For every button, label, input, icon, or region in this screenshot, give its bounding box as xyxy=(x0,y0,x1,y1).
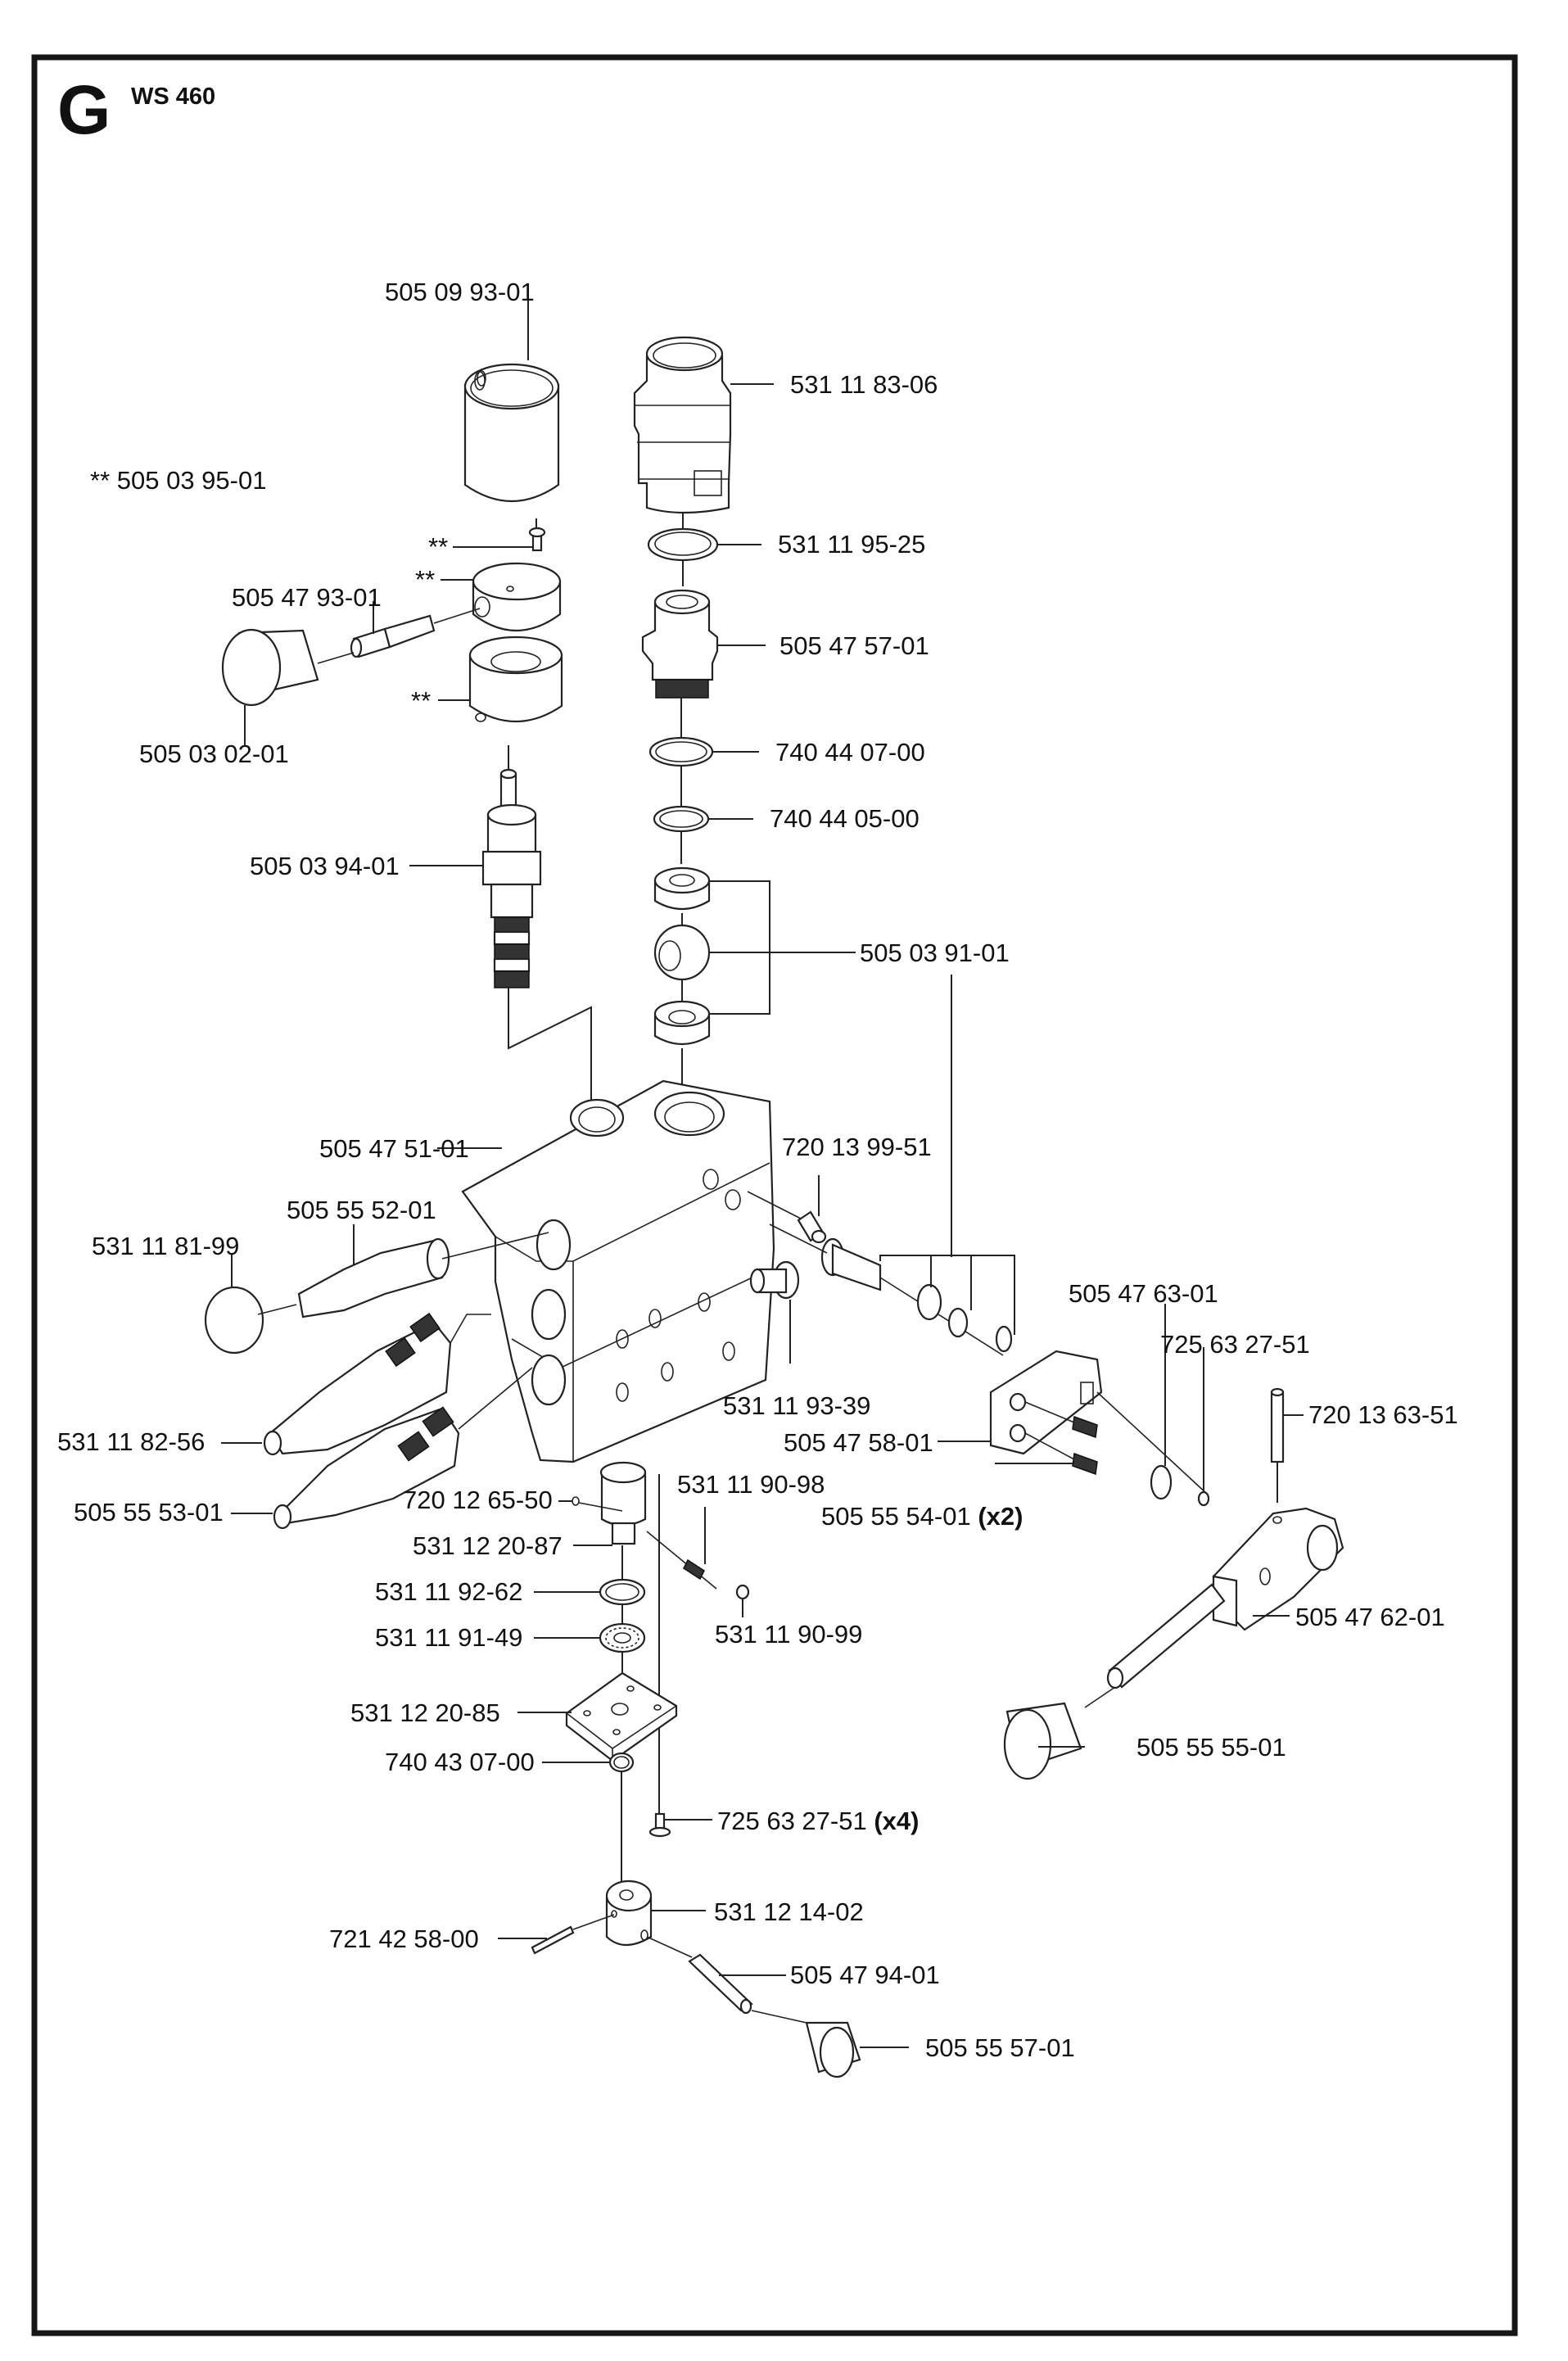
quantity-label: (x2) xyxy=(971,1502,1023,1531)
section-letter: G xyxy=(57,71,111,148)
cap-part-drawing xyxy=(204,1286,297,1355)
screw-part-drawing xyxy=(648,1812,671,1838)
part-number-label: 505 55 55-01 xyxy=(1136,1733,1286,1762)
stem-part-drawing xyxy=(769,1223,1013,1356)
part-number-label: 531 11 95-25 xyxy=(778,530,925,559)
lever-rod-part-drawing xyxy=(646,1936,807,2024)
part-number-label: 505 47 94-01 xyxy=(790,1961,940,1989)
o-ring-part-drawing xyxy=(648,736,714,767)
ball-valve-part-drawing xyxy=(653,924,711,981)
part-number-label: 531 11 90-99 xyxy=(715,1620,862,1649)
part-number-label: 505 47 51-01 xyxy=(319,1134,469,1163)
plug-part-drawing xyxy=(749,1260,800,1300)
part-number-label: 505 55 57-01 xyxy=(925,2033,1075,2062)
page-frame xyxy=(31,54,1518,2336)
lever-rod-part-drawing xyxy=(350,608,481,658)
kit-marker: ** xyxy=(411,686,431,715)
part-number-label: 505 47 58-01 xyxy=(784,1428,933,1457)
mounting-plate-part-drawing xyxy=(565,1671,678,1762)
part-number-label: 505 47 63-01 xyxy=(1069,1279,1218,1308)
part-number-label: 505 55 52-01 xyxy=(287,1196,436,1224)
nipple-part-drawing xyxy=(641,589,719,699)
part-number-label: 531 11 83-06 xyxy=(790,370,938,399)
part-number-labels: 505 09 93-01 531 11 83-06 531 11 95-25 505 … xyxy=(57,278,1458,2062)
part-number-label: 505 03 91-01 xyxy=(860,939,1010,967)
part-number-label: 531 12 14-02 xyxy=(714,1897,864,1926)
coupling-part-drawing xyxy=(633,336,732,514)
kit-marker: ** xyxy=(415,565,435,594)
screw-part-drawing xyxy=(528,527,546,552)
spool-part-drawing xyxy=(481,768,542,988)
dowel-pin-part-drawing xyxy=(747,1191,827,1244)
part-number-label: 531 11 82-56 xyxy=(57,1427,205,1456)
quantity-label: (x4) xyxy=(867,1807,920,1835)
part-number-label: 531 11 91-49 xyxy=(375,1623,522,1652)
collar-part-drawing xyxy=(472,562,562,632)
screw-part-drawing xyxy=(1197,1490,1210,1507)
disc-spring-part-drawing xyxy=(599,1622,646,1653)
detent-part-drawing xyxy=(572,1461,750,1600)
o-ring-part-drawing xyxy=(608,1752,635,1773)
part-number-label: 740 43 07-00 xyxy=(385,1748,535,1776)
kit-marker: ** xyxy=(428,532,448,561)
lever-arm-part-drawing xyxy=(1212,1507,1344,1631)
cup-part-drawing xyxy=(468,635,563,723)
knob-part-drawing xyxy=(1003,1702,1082,1780)
part-number-label: 505 03 94-01 xyxy=(250,852,400,880)
part-number-label: 505 55 54-01 (x2) xyxy=(821,1502,1023,1531)
part-number-label: 720 13 99-51 xyxy=(782,1133,932,1161)
relief-valve-part-drawing xyxy=(297,1232,549,1318)
lever-rod-part-drawing xyxy=(1084,1583,1226,1708)
part-number-label: 505 09 93-01 xyxy=(385,278,535,306)
kit-footnote: ** 505 03 95-01 xyxy=(90,466,266,495)
part-number-label: 505 03 02-01 xyxy=(139,740,289,768)
cap-part-drawing xyxy=(463,363,560,503)
part-number-label: 720 13 63-51 xyxy=(1308,1400,1458,1429)
part-number-label: 505 47 93-01 xyxy=(232,583,382,612)
valve-seat-part-drawing xyxy=(653,1000,711,1045)
part-number-label: 531 12 20-85 xyxy=(350,1698,500,1727)
o-ring-part-drawing xyxy=(653,805,710,833)
model-title: WS 460 xyxy=(131,84,215,110)
knob-part-drawing xyxy=(221,628,355,707)
part-number-label: 720 12 65-50 xyxy=(403,1486,553,1514)
valve-seat-part-drawing xyxy=(653,866,711,910)
washer-part-drawing xyxy=(1096,1391,1209,1500)
seal-washer-part-drawing xyxy=(647,527,719,562)
seal-ring-part-drawing xyxy=(599,1578,646,1606)
part-number-label: 505 55 53-01 xyxy=(74,1498,224,1527)
part-number-label: 721 42 58-00 xyxy=(329,1925,479,1953)
lever-collar-part-drawing xyxy=(605,1879,653,1947)
pin-part-drawing xyxy=(1270,1387,1285,1463)
part-number-label: 531 11 93-39 xyxy=(723,1391,870,1420)
part-number-label: 531 11 81-99 xyxy=(92,1232,239,1260)
part-number-label: 725 63 27-51 (x4) xyxy=(717,1807,919,1835)
part-number-label: 740 44 07-00 xyxy=(775,738,925,767)
knob-part-drawing xyxy=(805,2021,861,2078)
relief-valve-part-drawing xyxy=(263,1312,491,1456)
part-number-label: 740 44 05-00 xyxy=(770,804,920,833)
set-screw-part-drawing xyxy=(1024,1401,1098,1476)
cover-plate-part-drawing xyxy=(989,1350,1103,1455)
valve-body-part-drawing xyxy=(461,1079,775,1463)
part-number-label: 531 12 20-87 xyxy=(413,1531,563,1560)
roll-pin-part-drawing xyxy=(531,1914,615,1955)
part-number-label: 505 47 62-01 xyxy=(1295,1603,1445,1631)
relief-valve-part-drawing xyxy=(273,1367,533,1530)
part-number-label: 531 11 92-62 xyxy=(375,1577,522,1606)
part-number-label: 725 63 27-51 xyxy=(1160,1330,1310,1359)
part-number-label: 505 47 57-01 xyxy=(779,631,929,660)
part-number-label: 531 11 90-98 xyxy=(677,1470,825,1499)
